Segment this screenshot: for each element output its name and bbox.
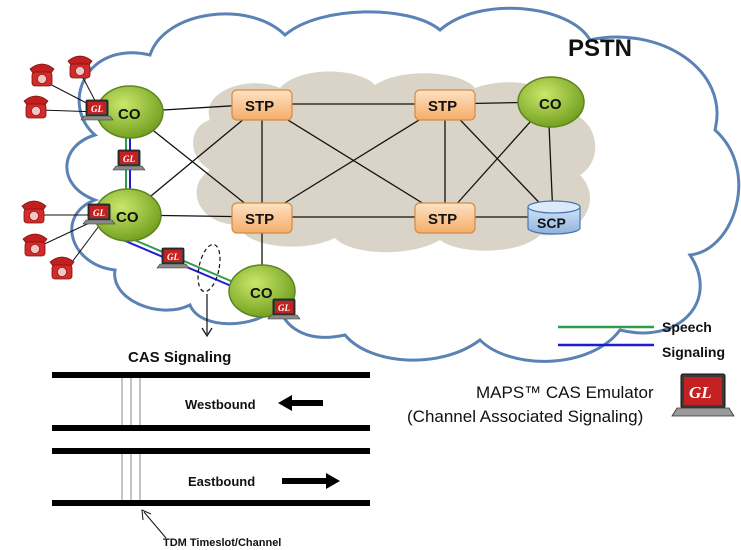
product-name: MAPS™ CAS Emulator bbox=[476, 383, 654, 402]
stp-node-top-right: STP bbox=[414, 89, 476, 121]
stp-node-top-left: STP bbox=[231, 89, 293, 121]
svg-text:STP: STP bbox=[428, 211, 457, 228]
gl-laptop-icon: GL bbox=[82, 203, 116, 225]
gl-laptop-icon: GL bbox=[671, 373, 735, 417]
svg-text:GL: GL bbox=[689, 383, 712, 402]
svg-text:GL: GL bbox=[123, 154, 135, 164]
westbound-label: Westbound bbox=[185, 397, 256, 412]
telephone-icon bbox=[22, 233, 48, 257]
svg-text:GL: GL bbox=[278, 303, 290, 313]
svg-text:GL: GL bbox=[91, 104, 103, 114]
scp-database: SCP bbox=[527, 200, 581, 235]
svg-text:STP: STP bbox=[245, 98, 274, 115]
timeslot-pointer: TDM Timeslot/Channel bbox=[141, 509, 281, 549]
legend: Speech Signaling bbox=[558, 319, 725, 360]
telephone-icon bbox=[23, 95, 49, 119]
svg-text:CO: CO bbox=[250, 285, 273, 302]
eastbound-label: Eastbound bbox=[188, 474, 255, 489]
cas-title: CAS Signaling bbox=[128, 349, 231, 366]
telephone-icon bbox=[21, 200, 47, 224]
svg-text:CO: CO bbox=[539, 96, 562, 113]
svg-text:CO: CO bbox=[116, 209, 139, 226]
gl-laptops: GL GL GL GL GL bbox=[80, 99, 301, 320]
co-node-right: CO bbox=[517, 76, 585, 128]
telephone-icon bbox=[67, 55, 93, 79]
timeslot-label: TDM Timeslot/Channel bbox=[163, 537, 281, 549]
gl-laptop-icon: GL bbox=[80, 99, 114, 121]
arrow-left-icon bbox=[278, 395, 323, 411]
telephone-icon bbox=[29, 63, 55, 87]
gl-laptop-icon: GL bbox=[267, 298, 301, 320]
scp-label: SCP bbox=[537, 215, 566, 231]
gl-laptop-icon: GL bbox=[112, 149, 146, 171]
telephones bbox=[21, 55, 93, 280]
gl-laptop-icon: GL bbox=[156, 247, 190, 269]
svg-text:STP: STP bbox=[428, 98, 457, 115]
westbound-channel: Westbound bbox=[52, 372, 370, 431]
inner-network-cloud bbox=[193, 71, 596, 253]
eastbound-channel: Eastbound bbox=[52, 448, 370, 506]
svg-text:GL: GL bbox=[93, 208, 105, 218]
speech-legend-label: Speech bbox=[662, 319, 712, 335]
telephone-icon bbox=[49, 256, 75, 280]
co-node-mid-left: CO bbox=[94, 188, 162, 242]
cas-link-callout bbox=[197, 243, 221, 338]
product-subtitle: (Channel Associated Signaling) bbox=[407, 407, 643, 426]
svg-text:CO: CO bbox=[118, 106, 141, 123]
arrow-right-icon bbox=[282, 473, 340, 489]
stp-node-bottom-left: STP bbox=[231, 202, 293, 234]
svg-text:STP: STP bbox=[245, 211, 274, 228]
signaling-legend-label: Signaling bbox=[662, 344, 725, 360]
stp-node-bottom-right: STP bbox=[414, 202, 476, 234]
pstn-title: PSTN bbox=[568, 35, 632, 62]
svg-text:GL: GL bbox=[167, 252, 179, 262]
